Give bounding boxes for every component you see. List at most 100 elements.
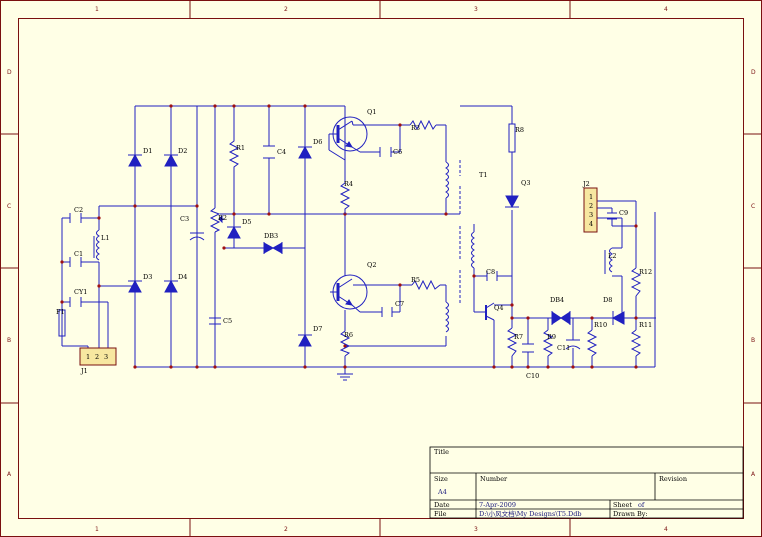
transformer-t1-primary-bottom: [445, 301, 449, 333]
zone-col-4-bottom: 4: [664, 526, 668, 533]
connector-j2-body: [583, 187, 598, 233]
diac-db4: [551, 311, 571, 325]
zone-col-1-top: 1: [95, 6, 99, 13]
diode-d5: [227, 225, 241, 239]
zone-row-c-left: C: [7, 203, 11, 210]
zone-col-4-top: 4: [664, 6, 668, 13]
resistor-r7: [506, 327, 518, 357]
date-label: Date: [434, 501, 450, 509]
zone-col-2-top: 2: [284, 6, 288, 13]
drawn-by-label: Drawn By:: [613, 510, 648, 518]
label-d5: D5: [242, 218, 251, 226]
resistor-r3: [409, 119, 437, 131]
cap-c4: [263, 145, 275, 159]
diode-d2: [164, 153, 178, 167]
title-block: Title Size A4 Number Revision Date 7-Apr…: [429, 446, 744, 519]
inductors: [93, 160, 622, 333]
label-r3: R3: [411, 124, 420, 132]
cap-c6: [379, 147, 392, 157]
title-label: Title: [434, 448, 449, 456]
connector-j1-body: [79, 347, 117, 366]
zone-col-2-bottom: 2: [284, 526, 288, 533]
j1-pin-1: 1: [86, 353, 90, 361]
diode-d8: [611, 311, 625, 325]
label-r8: R8: [515, 126, 524, 134]
resistors: [58, 119, 642, 357]
zone-col-3-top: 3: [474, 6, 478, 13]
diodes: [128, 145, 625, 347]
label-r11: R11: [639, 321, 652, 329]
zone-labels: 1 2 3 4 1 2 3 4 D C B A D C B A: [7, 6, 756, 533]
transformer-t1-primary-top: [445, 161, 449, 199]
cap-c7: [381, 307, 393, 317]
label-j2: J2: [582, 180, 590, 188]
resistor-r4: [339, 180, 351, 214]
diode-d1: [128, 153, 142, 167]
zone-row-b-left: B: [7, 337, 11, 344]
cap-c5: [209, 317, 221, 325]
resistor-r11: [630, 329, 642, 357]
component-labels: D1 D2 D3 D4 D5 D6 D7 D8 DB3 DB4 Q1 Q2 Q3…: [56, 108, 652, 380]
zone-col-3-bottom: 3: [474, 526, 478, 533]
junctions: [60, 104, 638, 369]
resistor-r12: [630, 267, 642, 297]
zone-row-a-left: A: [7, 471, 12, 478]
transistor-q4: [482, 302, 495, 321]
cap-c3: [189, 232, 205, 241]
resistor-r10: [586, 329, 598, 357]
sheet-value: of: [638, 501, 645, 509]
label-c3: C3: [180, 215, 189, 223]
label-r5: R5: [411, 276, 420, 284]
cap-c2: [69, 213, 82, 223]
label-r4: R4: [344, 180, 353, 188]
label-l1: L1: [101, 234, 109, 242]
label-r10: R10: [594, 321, 607, 329]
zone-row-c-right: C: [751, 203, 755, 210]
size-label: Size: [434, 475, 448, 483]
j2-pin-3: 3: [589, 211, 593, 219]
label-l2: L2: [608, 252, 616, 260]
diode-d3: [128, 279, 142, 293]
label-q2: Q2: [367, 261, 376, 269]
label-d8: D8: [603, 296, 612, 304]
wires: [61, 105, 656, 374]
zone-row-a-right: A: [751, 471, 756, 478]
label-f1: F1: [56, 308, 65, 316]
label-j1: J1: [80, 367, 88, 375]
resistor-r9: [542, 329, 554, 357]
j1-pin-3: 3: [104, 353, 108, 361]
label-c2: C2: [74, 206, 83, 214]
zone-row-d-right: D: [751, 69, 756, 76]
label-d2: D2: [178, 147, 187, 155]
label-r2: R2: [218, 214, 227, 222]
sheet-label: Sheet: [613, 501, 632, 509]
label-q4: Q4: [494, 304, 503, 312]
label-db4: DB4: [550, 296, 564, 304]
number-label: Number: [480, 475, 508, 483]
zone-row-b-right: B: [751, 337, 755, 344]
label-r1: R1: [236, 144, 245, 152]
revision-label: Revision: [659, 475, 687, 483]
label-c11: C11: [557, 344, 570, 352]
resistor-r6: [339, 328, 351, 357]
label-c9: C9: [619, 209, 628, 217]
diac-db3: [263, 242, 283, 254]
label-d7: D7: [313, 325, 322, 333]
label-t1: T1: [479, 171, 487, 179]
diode-d6: [298, 145, 312, 159]
fuse-f1: [58, 309, 66, 337]
label-d3: D3: [143, 273, 152, 281]
j2-pin-2: 2: [589, 202, 593, 210]
resistor-r5: [411, 279, 441, 291]
j2-pin-1: 1: [589, 193, 593, 201]
inductor-l2: [609, 247, 613, 273]
date-value: 7-Apr-2009: [479, 501, 516, 509]
label-c8: C8: [486, 268, 495, 276]
label-c6: C6: [393, 148, 402, 156]
cap-c11: [565, 339, 581, 350]
label-c7: C7: [395, 300, 404, 308]
label-q3: Q3: [521, 179, 530, 187]
size-value: A4: [437, 488, 447, 496]
ground-symbol: [337, 373, 353, 381]
